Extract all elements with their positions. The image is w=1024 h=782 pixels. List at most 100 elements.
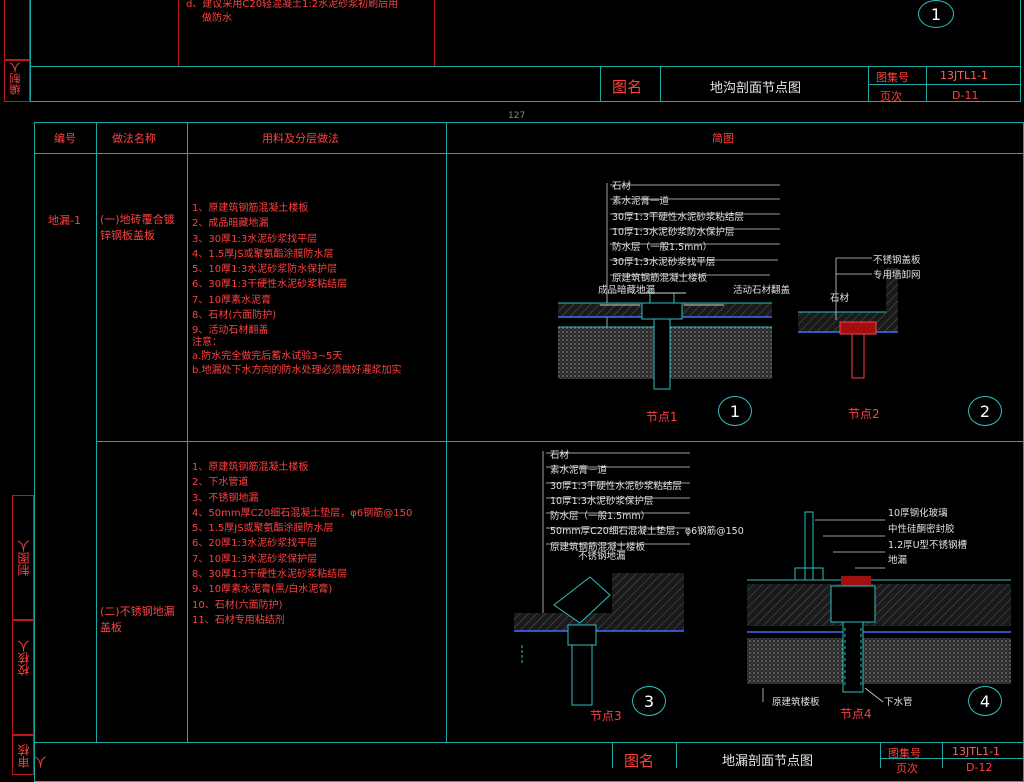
d1-caption: 节点1 [646,410,678,424]
top-note-d2: 做防水 [202,13,232,24]
d1-circle: 1 [718,396,752,426]
side-cell-drawer [12,495,34,620]
side-cell-checker [12,620,34,735]
tb-top-v2 [660,66,661,102]
diagram3-labels: 石材 素水泥膏一道 30厚1:3干硬性水泥砂浆粘结层 10厚1:3水泥砂浆保护层… [550,447,744,554]
d1-label: 素水泥膏一道 [612,196,670,208]
d2-left-label: 石材 [830,293,850,304]
top-row-line [30,66,1021,67]
top-side-label: 编制人 [9,62,22,95]
d4-label: 1.2厚U型不锈钢槽 [888,540,968,551]
row2-item: 1、原建筑钢筋混凝土楼板 [192,462,309,473]
d1-label: 30厚1:3干硬性水泥砂浆粘结层 [612,211,744,223]
diagram4-drawing [747,511,1011,703]
row2-item: 2、下水管道 [192,477,249,489]
tb-bottom-label-name: 图名 [624,752,655,770]
row2-items: 1、原建筑钢筋混凝土楼板 2、下水管道 3、不锈钢地漏 4、50mm厚C20细石… [192,458,442,626]
tb-bottom-top-line [34,742,1024,743]
d2-label: 不锈钢盖板 [873,255,921,266]
d3-label: 石材 [550,450,570,461]
d1-label: 30厚1:3水泥砂浆找平层 [612,257,716,269]
tb-bottom-drawing-name: 地漏剖面节点图 [722,754,814,769]
d1-label: 10厚1:3水泥砂浆防水保护层 [612,226,735,238]
row1-item: 5、10厚1:3水泥砂浆防水保护层 [192,264,338,276]
d3-bottom-label: 不锈钢地漏 [578,551,626,562]
row2-item: 7、10厚1:3水泥砂浆保护层 [192,553,318,565]
d4-bottom-left: 原建筑楼板 [772,697,820,708]
tb-top-drawing-name: 地沟剖面节点图 [710,81,802,96]
row2-item: 10、石材(六面防护) [192,599,283,611]
col-line-1 [96,122,97,742]
tb-bottom-atlas-no: 13JTL1-1 [952,745,1001,758]
row1-item: 1、原建筑钢筋混凝土楼板 [192,203,309,214]
row2-item: 4、50mm厚C20细石混凝土垫层，φ6钢筋@150 [192,507,413,519]
d1-label: 防水层（一般1.5mm） [612,242,713,254]
d2-caption: 节点2 [848,407,880,421]
tb-top-label-atlas: 图集号 [876,71,909,84]
header-diagram: 简图 [712,132,734,145]
d4-caption: 节点4 [840,707,872,721]
page-number: 127 [508,111,526,121]
row1-note-b: b.地漏处下水方向的防水处理必须做好灌浆加实 [192,365,402,376]
diagram3-drawing [514,451,690,706]
tb-top-v1 [600,66,601,102]
d4-bottom-right: 下水管 [884,697,913,708]
diagram1-labels: 石材 素水泥膏一道 30厚1:3干硬性水泥砂浆粘结层 10厚1:3水泥砂浆防水保… [612,178,744,285]
row1-item: 7、10厚素水泥膏 [192,294,272,306]
row1-code: 地漏-1 [48,214,81,227]
d3-label: 防水层（一般1.5mm） [550,511,651,523]
header-materials: 用料及分层做法 [262,132,339,145]
top-side-cell-upper [4,0,30,60]
top-sheet-frame [30,0,1021,102]
side-label-drawer: 制图人 [17,540,31,576]
row1-item: 2、成品暗藏地漏 [192,218,269,230]
tb-bottom-label-page: 页次 [896,762,918,775]
d3-label: 30厚1:3干硬性水泥砂浆粘结层 [550,480,682,492]
top-divider-1 [178,0,179,66]
tb-bottom-label-atlas: 图集号 [888,747,921,760]
row1-item: 9、活动石材翻盖 [192,325,269,337]
d2-label: 专用墙卸网 [873,270,921,281]
d1-label: 原建筑钢筋混凝土楼板 [612,272,708,284]
d3-label: 10厚1:3水泥砂浆保护层 [550,495,654,507]
row1-item: 8、石材(六面防护) [192,310,277,322]
row2-method: (二)不锈钢地漏盖板 [100,605,175,634]
top-divider-2 [434,0,435,66]
row1-method: (一)地砖覆合镀锌钢板盖板 [100,213,175,242]
tb-bottom-h1 [880,758,1024,759]
diagram2-drawing [798,257,898,379]
row1-item: 3、30厚1:3水泥砂浆找平层 [192,233,318,245]
top-circle-number: 1 [918,0,954,28]
header-code: 编号 [54,132,76,145]
tb-top-label-page: 页次 [880,90,902,103]
header-bottom-line [34,153,1024,154]
d3-label: 素水泥膏一道 [550,465,608,477]
d4-label: 10厚钢化玻璃 [888,508,948,519]
row1-item: 4、1.5厚JS或聚氨酯涂膜防水层 [192,248,334,260]
tb-top-h1 [868,84,1021,85]
d3-label: 50mm厚C20细石混凝土垫层，φ6钢筋@150 [550,526,744,538]
tb-top-atlas-no: 13JTL1-1 [940,69,989,82]
diagram1-drawing [558,183,780,390]
tb-top-label-name: 图名 [612,78,643,96]
d4-label: 中性硅酮密封胶 [888,524,955,535]
d3-label: 原建筑钢筋混凝土楼板 [550,541,646,553]
row1-note-a: a.防水完全做完后蓄水试验3~5天 [192,351,343,362]
row2-item: 9、10厚素水泥膏(黑/白水泥膏) [192,584,333,596]
top-side-cell [4,60,30,102]
col-line-2 [187,122,188,742]
d2-circle: 2 [968,396,1002,426]
d1-left-label: 成品暗藏地漏 [598,285,656,296]
row2-item: 8、30厚1:3干硬性水泥砂浆粘结层 [192,569,348,581]
row2-item: 11、石材专用粘结剂 [192,614,285,626]
row-separator [96,441,1024,442]
d1-label: 石材 [612,181,632,192]
d4-circle: 4 [968,686,1002,716]
row1-items: 1、原建筑钢筋混凝土楼板 2、成品暗藏地漏 3、30厚1:3水泥砂浆找平层 4、… [192,199,442,337]
row2-item: 5、1.5厚JS或聚氨酯涂膜防水层 [192,523,334,535]
row1-item: 6、30厚1:3干硬性水泥砂浆粘结层 [192,279,348,291]
tb-bottom-v4 [942,742,943,768]
tb-top-page-no: D-11 [952,89,979,102]
header-method: 做法名称 [112,132,156,145]
tb-bottom-v3 [880,742,881,768]
